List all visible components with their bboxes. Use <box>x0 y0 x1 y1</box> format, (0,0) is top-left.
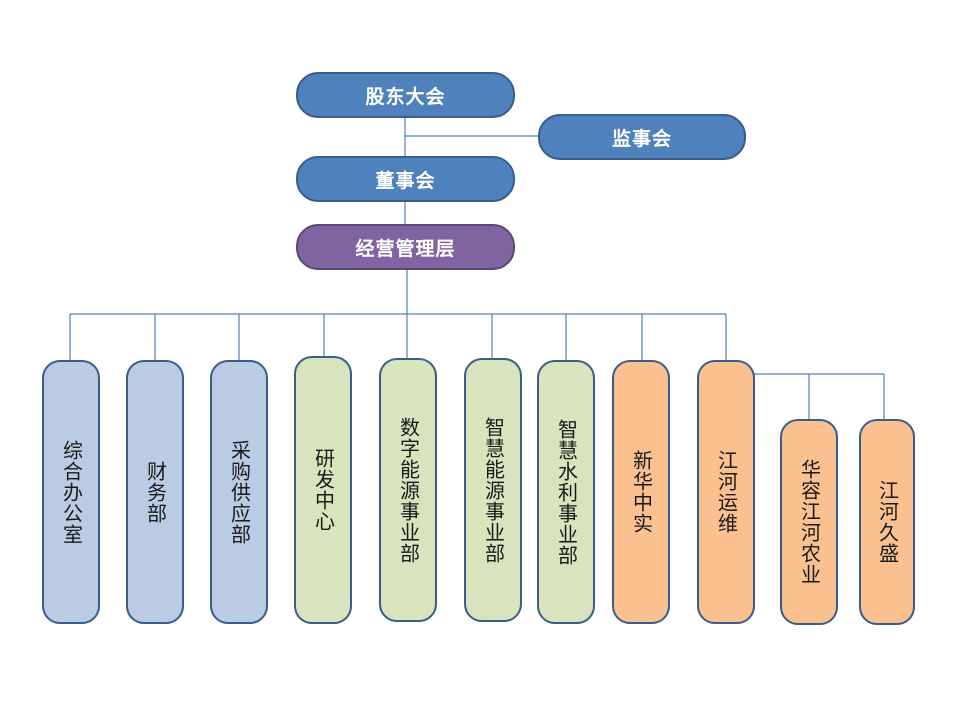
department-box: 智慧水利事业部 <box>537 360 595 624</box>
department-box: 研发中心 <box>294 356 352 624</box>
management-box: 经营管理层 <box>296 224 515 270</box>
department-box: 江河运维 <box>697 360 755 624</box>
department-box: 新华中实 <box>612 360 670 624</box>
department-box: 采购供应部 <box>210 360 268 624</box>
supervisory-board-box: 监事会 <box>538 114 746 160</box>
board-of-directors-box: 董事会 <box>296 156 515 202</box>
department-box: 数字能源事业部 <box>379 358 437 622</box>
department-box: 智慧能源事业部 <box>464 358 522 622</box>
subsidiary-box: 华容江河农业 <box>780 419 838 625</box>
shareholders-meeting-box: 股东大会 <box>296 72 515 118</box>
department-box: 综合办公室 <box>42 360 100 624</box>
department-box: 财务部 <box>126 360 184 624</box>
subsidiary-box: 江河久盛 <box>859 419 915 625</box>
